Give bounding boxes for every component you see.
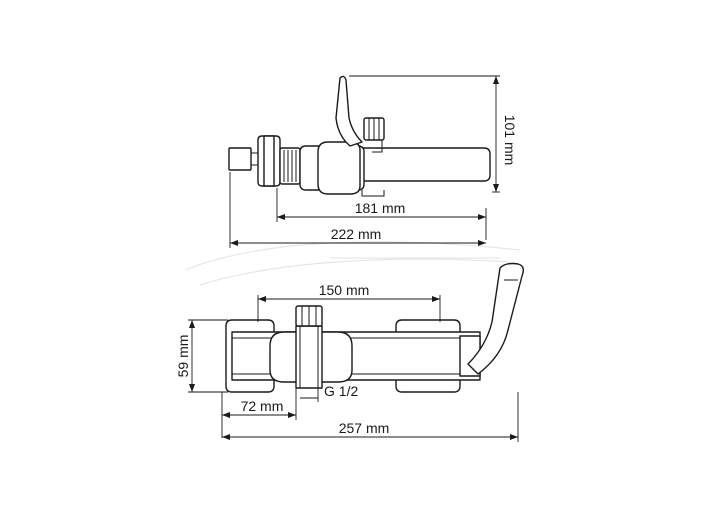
- label-side-222: 222 mm: [331, 226, 382, 242]
- dim-thread: G 1/2: [300, 383, 358, 402]
- side-flange-inner: [263, 135, 275, 187]
- label-thread: G 1/2: [324, 383, 358, 399]
- dim-front-257: 257 mm: [222, 392, 519, 442]
- dim-front-72: 72 mm: [221, 388, 297, 438]
- front-body: [231, 331, 481, 381]
- dim-front-150: 150 mm: [257, 282, 441, 322]
- label-front-257: 257 mm: [339, 420, 390, 436]
- dim-front-59: 59 mm: [175, 319, 228, 393]
- label-front-59: 59 mm: [175, 335, 191, 378]
- watermark: [184, 241, 521, 286]
- dim-side-181: 181 mm: [276, 188, 487, 240]
- side-view: [228, 75, 491, 197]
- side-connector-nut: [228, 147, 252, 171]
- side-eccentric: [279, 147, 301, 185]
- side-spout: [344, 147, 491, 182]
- front-lever-handle: [467, 262, 525, 375]
- dim-side-height: 101 mm: [349, 75, 518, 193]
- label-side-height: 101 mm: [502, 115, 518, 166]
- label-front-150: 150 mm: [319, 282, 370, 298]
- label-side-181: 181 mm: [355, 200, 406, 216]
- side-lever-handle: [335, 75, 363, 147]
- dim-side-222: 222 mm: [229, 172, 486, 248]
- label-front-72: 72 mm: [241, 398, 284, 414]
- front-view: [225, 262, 525, 393]
- side-cartridge: [317, 141, 361, 195]
